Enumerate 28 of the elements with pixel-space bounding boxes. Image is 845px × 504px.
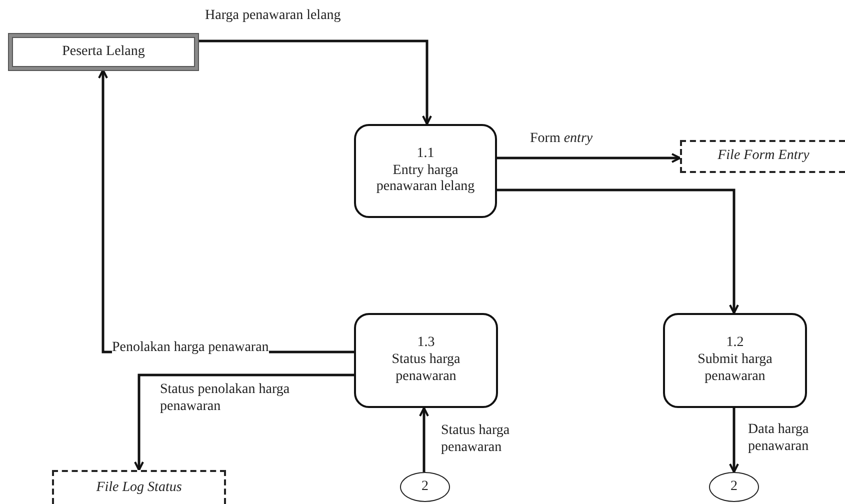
process-box [354,124,497,218]
data-store-box [680,140,845,173]
flow-arrow [497,188,739,314]
node-label: File Log Status [96,480,182,496]
process-number: 1.3 [417,335,435,352]
node-label: Submit harga penawaran [696,352,774,386]
node-label: Entry harga penawaran lelang [375,162,476,196]
data-store-box [52,470,226,504]
node-label: 2 [422,478,428,496]
process-box [663,313,807,408]
node-label: 2 [730,478,738,496]
node-label: File Form Entry [718,148,810,165]
process-box [354,313,498,408]
flow-arrow [198,40,432,125]
process-number: 1.2 [726,335,744,352]
node-label: Peserta Lelang [62,44,145,60]
edge-label: Form entry [530,131,593,148]
node-label: Status harga penawaran [390,352,462,386]
edge-label: Harga penawaran lelang [205,8,341,25]
flow-arrow [497,153,681,163]
connector-circle [400,472,450,502]
external-entity-box [9,34,198,70]
connector-circle [709,472,759,502]
process-number: 1.1 [416,146,434,163]
flow-arrow [729,408,739,473]
flow-arrow [419,407,429,472]
flow-arrow [134,374,354,471]
edge-label: Penolakan harga penawaran [112,340,269,357]
